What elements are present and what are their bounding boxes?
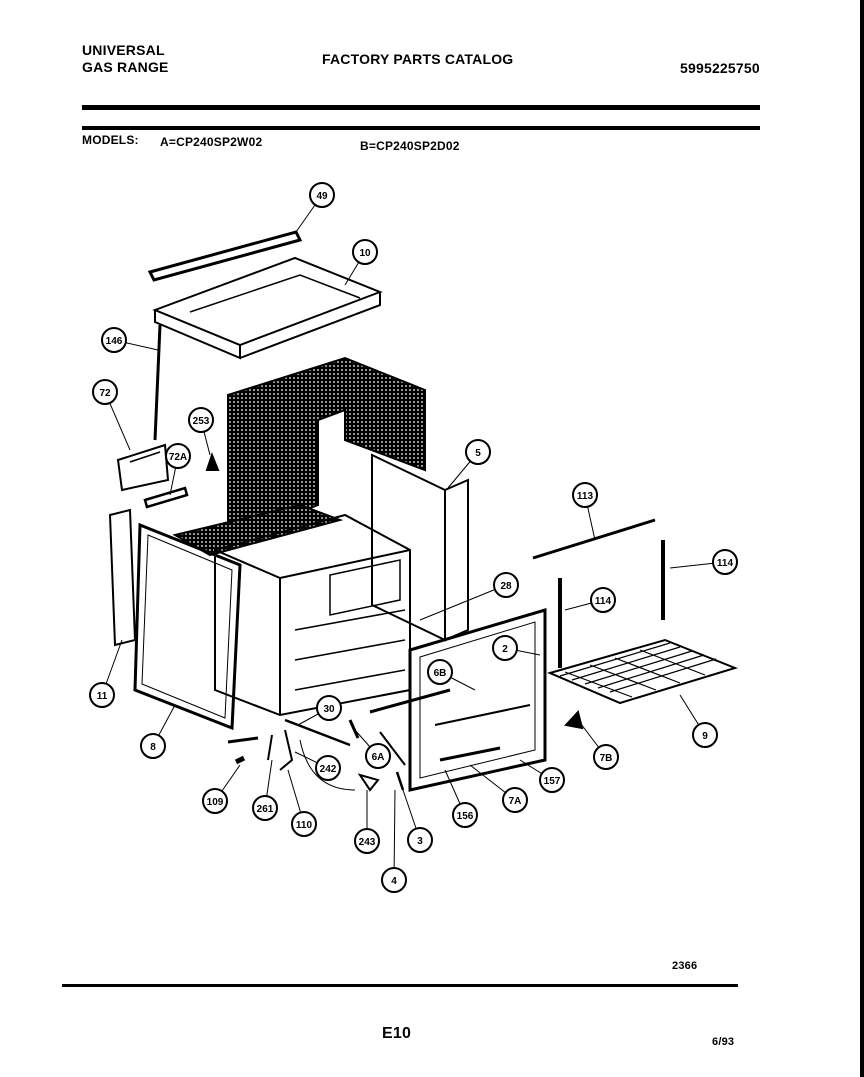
callout-146: 146 [101, 327, 127, 353]
callout-6a: 6A [365, 743, 391, 769]
page-number: E10 [382, 1025, 412, 1042]
callout-157-label: 157 [544, 776, 561, 787]
callout-3-label: 3 [417, 836, 423, 847]
header-rule-top [82, 105, 760, 110]
models-label: MODELS: [82, 133, 139, 147]
callout-114-left: 114 [590, 587, 616, 613]
model-b: B=CP240SP2D02 [360, 139, 460, 153]
callout-72-label: 72 [99, 388, 111, 399]
callout-10: 10 [352, 239, 378, 265]
callout-243: 243 [354, 828, 380, 854]
callout-8-label: 8 [150, 742, 156, 753]
brand-line-1: UNIVERSAL [82, 42, 165, 58]
callout-2-label: 2 [502, 644, 508, 655]
footer-date: 6/93 [712, 1036, 735, 1048]
callout-146-label: 146 [106, 336, 123, 347]
callout-261-label: 261 [257, 804, 274, 815]
callout-7a-label: 7A [509, 796, 522, 807]
catalog-title: FACTORY PARTS CATALOG [322, 51, 514, 67]
callout-110: 110 [291, 811, 317, 837]
callout-4-label: 4 [391, 876, 397, 887]
parts-linework [108, 230, 739, 792]
callout-243-label: 243 [359, 837, 376, 848]
callout-109-label: 109 [207, 797, 224, 808]
callout-110-label: 110 [296, 820, 313, 831]
callout-6b: 6B [427, 659, 453, 685]
callout-261: 261 [252, 795, 278, 821]
callout-3: 3 [407, 827, 433, 853]
callout-156-label: 156 [457, 811, 474, 822]
footer-rule [62, 984, 738, 987]
callout-9: 9 [692, 722, 718, 748]
callout-28-label: 28 [500, 581, 512, 592]
callout-113-label: 113 [577, 491, 594, 502]
callout-28: 28 [493, 572, 519, 598]
callout-156: 156 [452, 802, 478, 828]
callout-242-label: 242 [320, 764, 337, 775]
header-rule-bottom [82, 126, 760, 130]
callout-7b-label: 7B [600, 753, 613, 764]
callout-157: 157 [539, 767, 565, 793]
callout-72a: 72A [165, 443, 191, 469]
callout-5: 5 [465, 439, 491, 465]
callout-2: 2 [492, 635, 518, 661]
callout-9-label: 9 [702, 731, 708, 742]
callout-253-label: 253 [193, 416, 210, 427]
callout-72: 72 [92, 379, 118, 405]
callout-49: 49 [309, 182, 335, 208]
catalog-number: 5995225750 [680, 60, 760, 76]
brand-line-2: GAS RANGE [82, 59, 169, 75]
callout-30-label: 30 [323, 704, 335, 715]
callout-114-right: 114 [712, 549, 738, 575]
callout-72a-label: 72A [169, 452, 187, 463]
callout-109: 109 [202, 788, 228, 814]
model-a: A=CP240SP2W02 [160, 135, 263, 149]
callout-5-label: 5 [475, 448, 481, 459]
callout-242: 242 [315, 755, 341, 781]
callout-6b-label: 6B [434, 668, 447, 679]
callout-49-label: 49 [316, 191, 328, 202]
callout-4: 4 [381, 867, 407, 893]
callout-7a: 7A [502, 787, 528, 813]
callout-8: 8 [140, 733, 166, 759]
callout-11-label: 11 [97, 691, 108, 702]
callout-114-left-label: 114 [595, 596, 612, 607]
callout-30: 30 [316, 695, 342, 721]
callout-10-label: 10 [359, 248, 371, 259]
drawing-number: 2366 [672, 960, 698, 972]
callout-113: 113 [572, 482, 598, 508]
page-edge [860, 0, 864, 1077]
callout-253: 253 [188, 407, 214, 433]
callout-7b: 7B [593, 744, 619, 770]
callout-6a-label: 6A [372, 752, 385, 763]
callout-11: 11 [89, 682, 115, 708]
callout-114-right-label: 114 [717, 558, 734, 569]
